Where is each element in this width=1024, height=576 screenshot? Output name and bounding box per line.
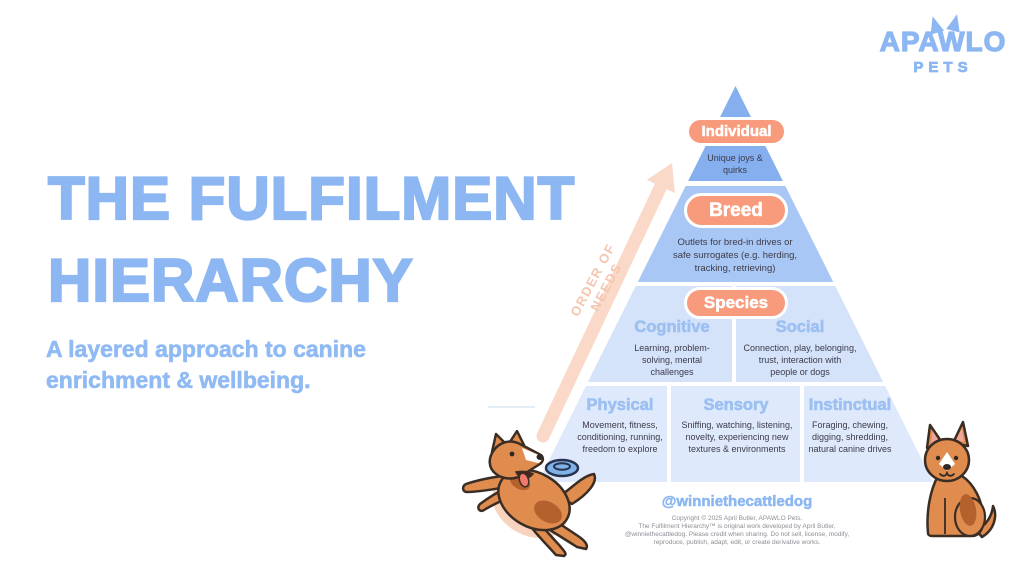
base-column-divider-left [667,386,671,482]
base-column-divider-right [800,386,804,482]
social-handle: @winniethecattledog [661,493,813,511]
species-column-divider [732,286,736,382]
pyramid-level-base [538,386,933,482]
social-description: Connection, play, belonging, trust, inte… [743,343,857,377]
brand-logo: APAWLO PETS [868,12,1018,77]
jumping-dog-illustration [461,430,597,558]
cognitive-description: Learning, problem- solving, mental chall… [634,343,710,377]
individual-pill: Individual [686,117,787,146]
sitting-dog-illustration [923,420,997,539]
decorative-line [488,406,535,408]
physical-description: Movement, fitness, conditioning, running… [577,420,663,454]
sensory-heading: Sensory [703,396,769,415]
physical-heading: Physical [586,396,654,415]
brand-tagline: PETS [913,59,973,77]
breed-description: Outlets for bred-in drives or safe surro… [672,237,798,274]
instinctual-heading: Instinctual [808,396,892,415]
brand-name: APAWLO [879,25,1007,57]
instinctual-description: Foraging, chewing, digging, shredding, n… [808,420,892,454]
social-heading: Social [775,318,825,337]
page-title-line2: HIERARCHY [47,246,414,315]
cognitive-heading: Cognitive [634,318,710,337]
sensory-description: Sniffing, watching, listening, novelty, … [681,420,793,454]
copyright-notice: Copyright © 2025 April Butler, APAWLO Pe… [624,515,850,546]
individual-description: Unique joys & quirks [707,153,763,175]
species-pill: Species [684,287,788,319]
page-subtitle: A layered approach to canine enrichment … [46,336,367,394]
page-title-line1: THE FULFILMENT [47,164,576,233]
page-title: THE FULFILMENT HIERARCHY [47,158,576,322]
frisbee-icon [544,458,580,478]
breed-pill: Breed [684,193,788,228]
